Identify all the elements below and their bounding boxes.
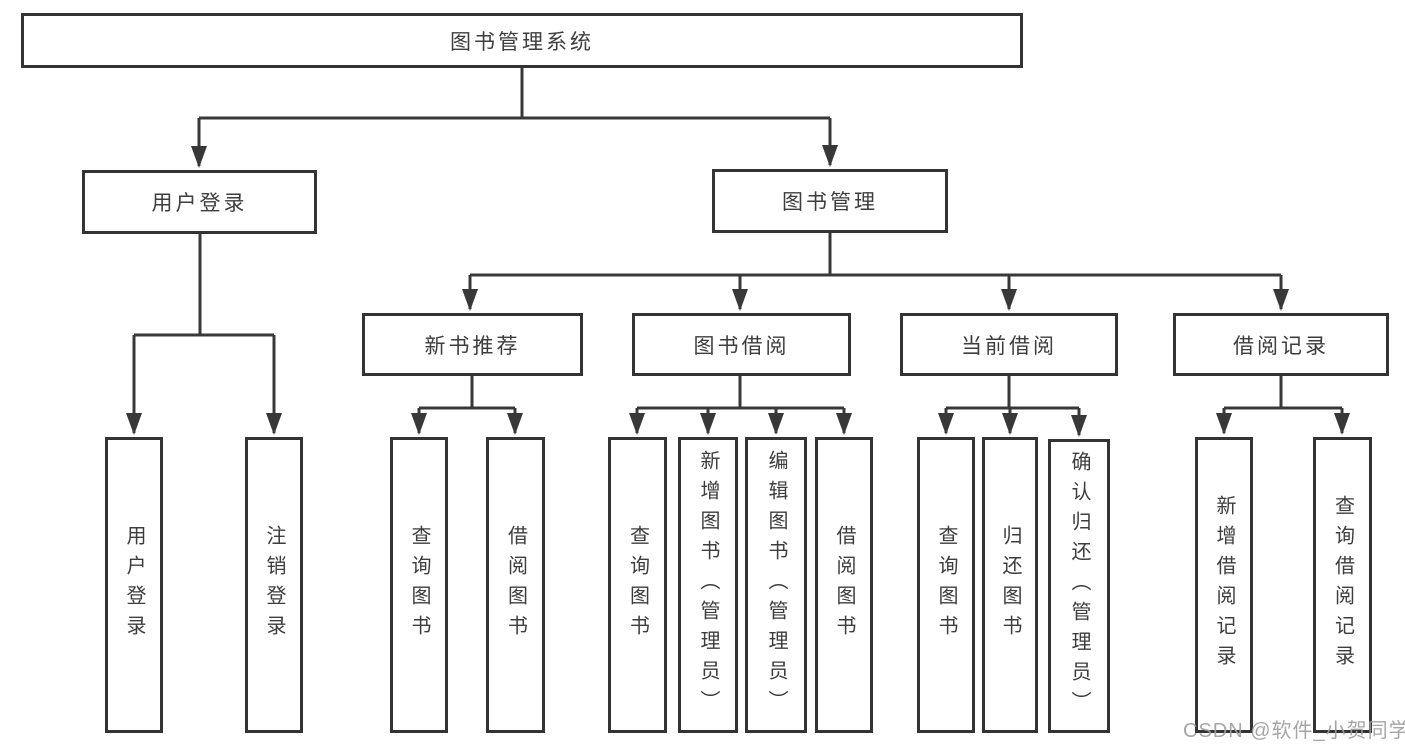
node-borrowing-records: 借阅记录 — [1173, 313, 1389, 376]
node-new-book-recommendation: 新书推荐 — [362, 313, 583, 376]
leaf-confirm-return-admin: 确认归还（管理员） — [1048, 439, 1110, 733]
leaf-query-borrow-record: 查询借阅记录 — [1313, 437, 1372, 733]
leaf-borrow-books-1: 借阅图书 — [486, 437, 545, 733]
leaf-query-books-2: 查询图书 — [608, 437, 667, 733]
leaf-add-books-admin: 新增图书（管理员） — [678, 437, 738, 733]
node-book-management: 图书管理 — [712, 169, 948, 233]
leaf-query-books-3: 查询图书 — [917, 437, 975, 733]
node-user-login: 用户登录 — [82, 170, 317, 234]
node-library-management-system: 图书管理系统 — [21, 13, 1023, 68]
leaf-user-login: 用户登录 — [105, 437, 163, 733]
leaf-edit-books-admin: 编辑图书（管理员） — [745, 437, 807, 733]
csdn-watermark: CSDN @软件_小贺同学 — [1183, 720, 1405, 742]
leaf-borrow-books-2: 借阅图书 — [815, 437, 873, 733]
leaf-return-books: 归还图书 — [982, 437, 1038, 733]
node-book-borrowing: 图书借阅 — [632, 313, 851, 376]
leaf-query-books-1: 查询图书 — [390, 437, 448, 733]
leaf-logout: 注销登录 — [245, 437, 303, 733]
node-current-borrowing: 当前借阅 — [900, 313, 1118, 376]
leaf-add-borrow-record: 新增借阅记录 — [1195, 437, 1253, 733]
